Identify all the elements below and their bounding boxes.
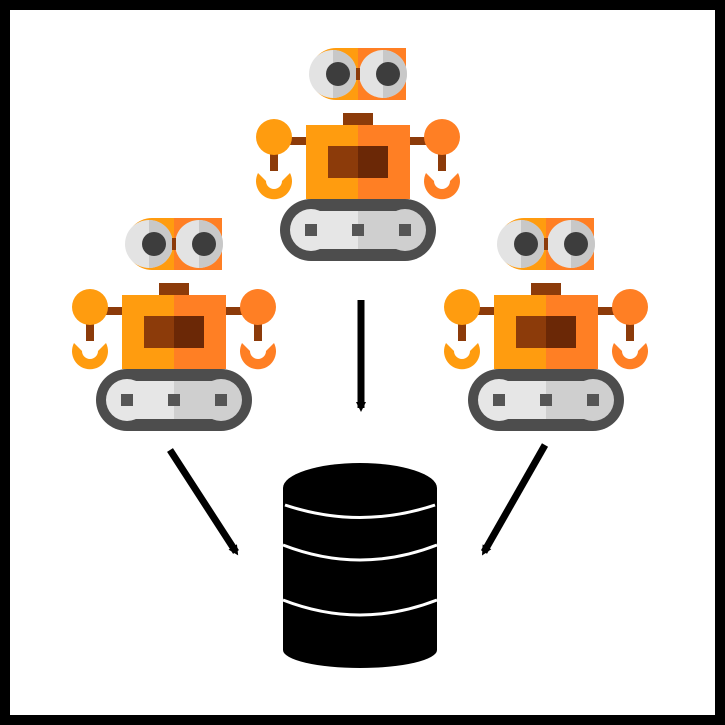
database-icon xyxy=(282,463,438,668)
arrow-right-to-database xyxy=(480,443,549,556)
arrow-left-to-database xyxy=(167,448,239,556)
